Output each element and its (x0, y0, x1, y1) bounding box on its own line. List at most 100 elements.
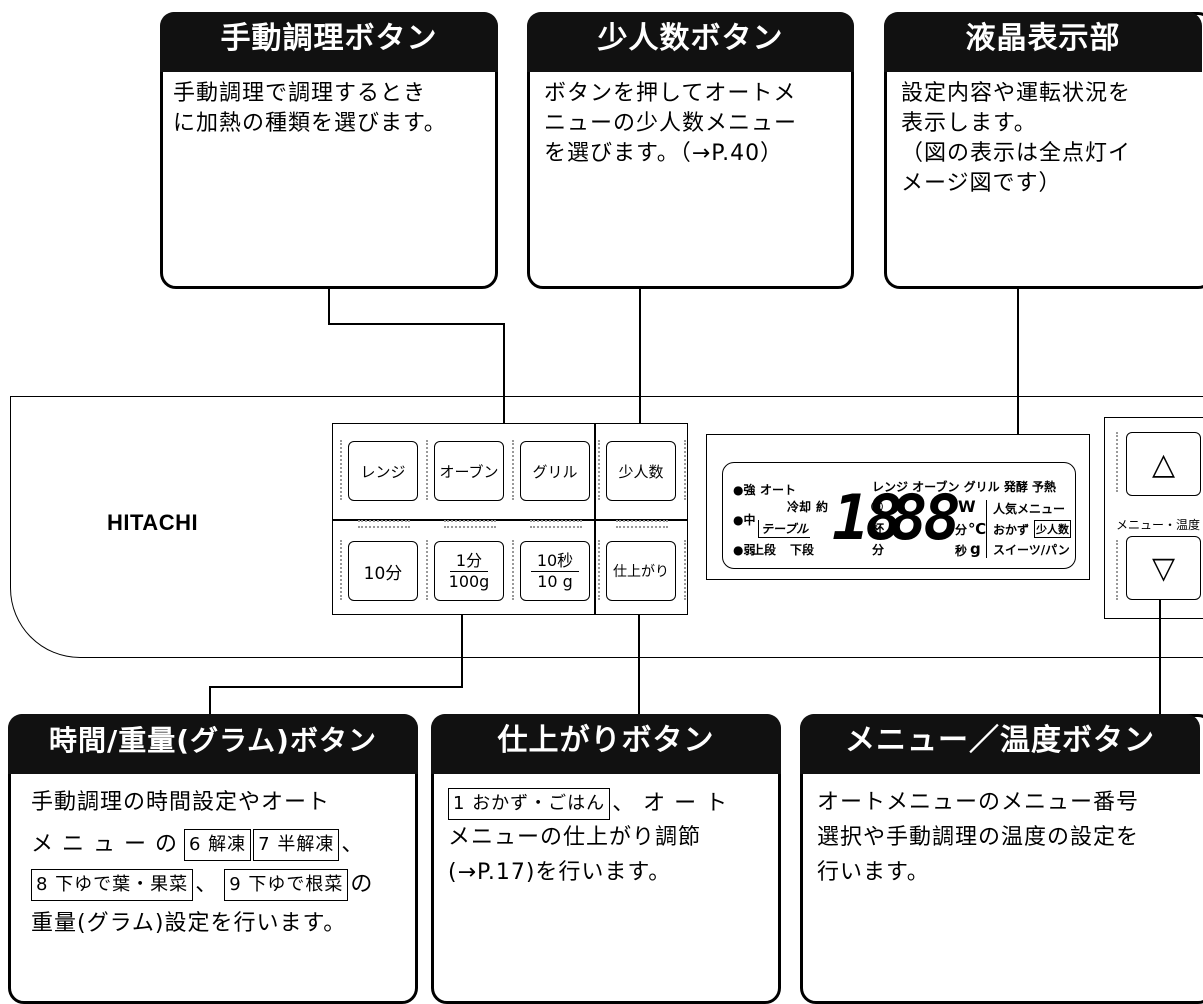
lcd-min: 分 (872, 543, 885, 557)
ten-minute-button[interactable]: 10分 (348, 541, 418, 601)
finish-title: 仕上がりボタン (431, 714, 781, 774)
leader-finish (638, 615, 640, 715)
manual-cook-title: 手動調理ボタン (160, 12, 498, 72)
lcd-celsius: ℃ (968, 520, 987, 538)
leader-time-1 (461, 615, 463, 687)
small-portion-callout: 少人数ボタン ボタンを押してオートメ ニューの少人数メニュー を選びます。（→P… (527, 12, 854, 289)
lcd-cup: 杯 (872, 522, 885, 536)
lcd-desc-2: 表示します。 (901, 111, 1037, 136)
menu-down-button[interactable]: ▽ (1126, 536, 1201, 600)
lcd-watt: W (958, 497, 976, 516)
finish-line-1: 1 おかず・ごはん 、 オ ー ト (448, 788, 728, 820)
manual-cook-callout: 手動調理ボタン 手動調理で調理するとき に加熱の種類を選びます。 (160, 12, 498, 289)
small-portion-desc-2: ニューの少人数メニュー (544, 111, 798, 136)
ref-thaw: 6 解凍 (183, 829, 252, 861)
lcd-gram: g (970, 540, 981, 558)
ten-second-fraction: 10秒 10 g (530, 551, 580, 592)
lcd-desc-4: メージ図です） (901, 171, 1062, 196)
ref-boil-leaf: 8 下ゆで葉・果菜 (31, 869, 194, 901)
time-weight-sep-2: 、 (195, 872, 219, 897)
finish-line-3: (→P.17)を行います。 (448, 860, 672, 885)
dots-2 (426, 440, 428, 500)
lcd-desc-1: 設定内容や運転状況を (901, 81, 1132, 106)
menu-temp-title: メニュー／温度ボタン (800, 714, 1200, 774)
small-portion-desc-3: を選びます。（→P.40） (544, 141, 784, 166)
leader-time-2 (209, 686, 463, 688)
one-minute-fraction: 1分 100g (449, 551, 490, 592)
hdots-2 (444, 520, 496, 522)
dots-3 (512, 440, 514, 500)
leader-lcd (1017, 289, 1019, 434)
time-weight-sep: 、 (341, 832, 365, 857)
hdots-4 (616, 520, 668, 522)
menu-temp-callout: メニュー／温度ボタン オートメニューのメニュー番号 選択や手動調理の温度の設定を… (800, 714, 1203, 1004)
lcd-okazu: おかず (993, 523, 1030, 537)
lcd-modes: レンジ オーブン グリル 発酵 予熱 (872, 480, 1056, 494)
lcd-auto: オート (760, 483, 797, 497)
lcd-popular: 人気メニュー (993, 502, 1066, 516)
small-portion-desc-1: ボタンを押してオートメ (544, 81, 797, 106)
lcd-title: 液晶表示部 (884, 12, 1202, 72)
dots-1 (340, 440, 342, 500)
leader-small (639, 289, 641, 423)
finish-button[interactable]: 仕上がり (606, 541, 676, 601)
menu-up-button[interactable]: △ (1126, 432, 1201, 496)
ten-gram-label: 10 g (537, 571, 573, 591)
time-weight-line-4: 重量(グラム)設定を行います。 (31, 911, 347, 936)
finish-callout: 仕上がりボタン 1 おかず・ごはん 、 オ ー ト メニューの仕上がり調節 (→… (431, 714, 781, 1004)
range-button[interactable]: レンジ (348, 441, 418, 501)
manual-cook-desc-1: 手動調理で調理するとき (173, 81, 427, 106)
hdots-6 (444, 526, 496, 528)
lcd-cool: 冷却 (787, 500, 812, 514)
dots-6 (340, 540, 342, 600)
dots-7 (426, 540, 428, 600)
dots-4 (598, 440, 600, 500)
grill-button[interactable]: グリル (520, 441, 590, 501)
time-weight-no: の (350, 872, 374, 897)
lcd-strong: ●強 (733, 483, 756, 497)
hdots-8 (616, 526, 668, 528)
brand-logo: HITACHI (107, 510, 199, 535)
small-portion-button[interactable]: 少人数 (606, 441, 676, 501)
hdots-1 (358, 520, 410, 522)
ten-second-10g-button[interactable]: 10秒 10 g (520, 541, 590, 601)
ref-half-thaw: 7 半解凍 (253, 829, 340, 861)
lcd-digits-right: 88 (890, 481, 961, 554)
menu-temp-line-3: 行います。 (817, 860, 930, 885)
menu-temp-frame (1104, 417, 1203, 619)
lcd-lower: 下段 (790, 543, 815, 557)
lcd-desc-3: （図の表示は全点灯イ (901, 141, 1132, 166)
leader-time-3 (209, 686, 211, 714)
leader-manual-3 (503, 323, 505, 423)
lcd-sweets: スイーツ/パン (993, 543, 1070, 557)
lcd-separator (986, 500, 987, 558)
oven-button[interactable]: オーブン (434, 441, 504, 501)
time-weight-line-2: メ ニ ュ ー の 6 解凍 7 半解凍 、 (31, 829, 364, 861)
finish-line-1-suffix: 、 オ ー ト (612, 791, 729, 816)
hdots-7 (530, 526, 582, 528)
down-triangle-icon: ▽ (1151, 550, 1176, 586)
group-divider (594, 423, 596, 615)
ref-boil-root: 9 下ゆで根菜 (224, 869, 349, 901)
small-portion-title: 少人数ボタン (527, 12, 854, 72)
dots-menu-2 (1116, 540, 1118, 600)
dots-10 (684, 540, 686, 600)
group-midline (332, 519, 688, 521)
hdots-3 (530, 520, 582, 522)
dots-8 (512, 540, 514, 600)
leader-manual-2 (328, 323, 504, 325)
hundred-gram-label: 100g (448, 571, 490, 591)
lcd-weak: ●弱 (733, 543, 756, 557)
dots-5 (684, 440, 686, 500)
finish-line-2: メニューの仕上がり調節 (448, 825, 702, 850)
one-minute-100g-button[interactable]: 1分 100g (434, 541, 504, 601)
dots-menu-1 (1116, 432, 1118, 492)
leader-manual-1 (328, 289, 330, 324)
time-weight-line-1: 手動調理の時間設定やオート (31, 790, 331, 815)
lcd-display-inner (722, 462, 1076, 569)
menu-temp-line-2: 選択や手動調理の温度の設定を (817, 825, 1140, 850)
lcd-upper: 上段 (752, 543, 777, 557)
lcd-table: テーブル (758, 520, 811, 538)
lcd-fen: 分 (955, 523, 968, 537)
lcd-byo: 秒 (955, 544, 968, 558)
